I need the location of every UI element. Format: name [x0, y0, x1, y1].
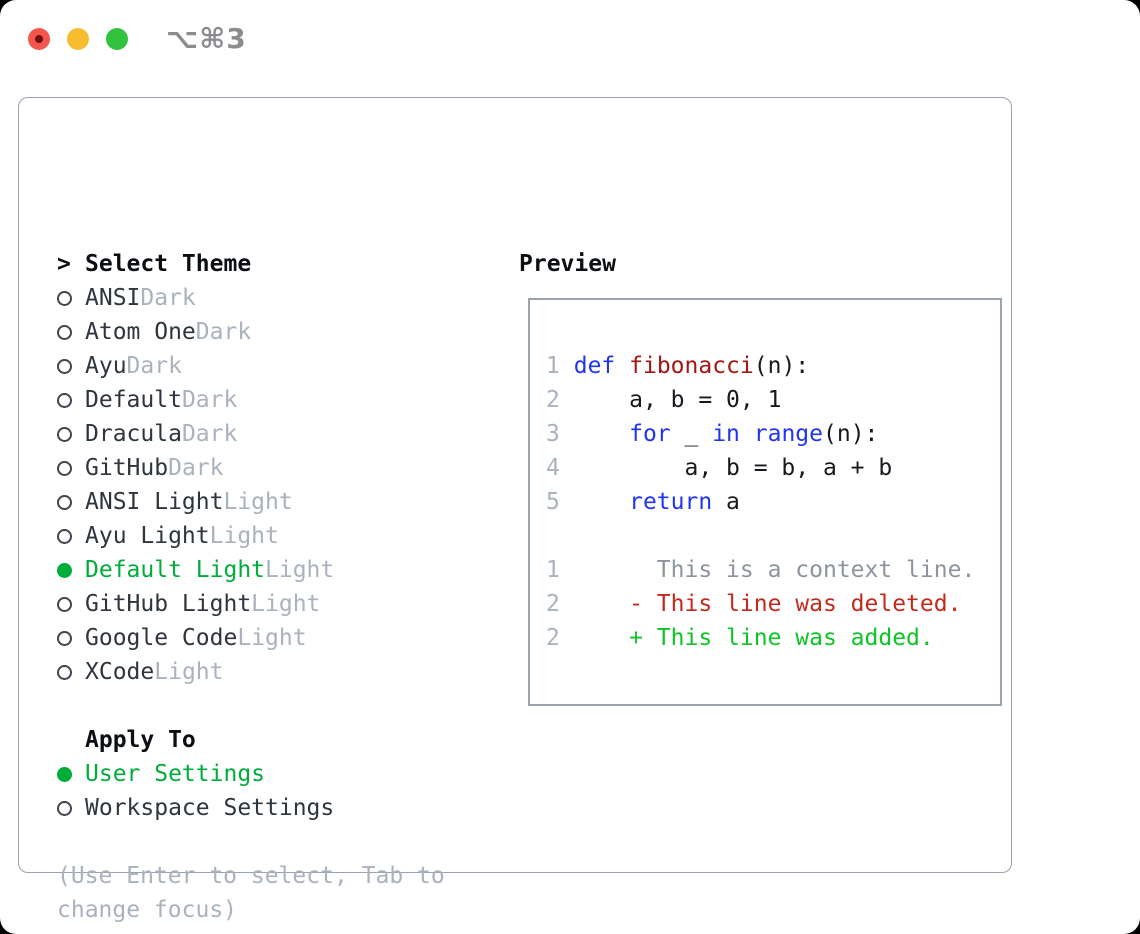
close-button[interactable] [28, 28, 50, 50]
apply-option-workspace-settings-label: Workspace Settings [85, 795, 335, 821]
theme-item-ayu-light-row[interactable]: Ayu Light Light [57, 519, 497, 553]
theme-list-header-row: > Select Theme [57, 247, 497, 281]
radio-icon [57, 324, 85, 340]
radio-icon [57, 460, 85, 476]
radio-icon [57, 494, 85, 510]
theme-item-github-label: GitHub [85, 455, 169, 481]
theme-item-google-code-row[interactable]: Google Code Light [57, 621, 497, 655]
spacer [57, 689, 497, 723]
theme-variant-label: Light [237, 625, 307, 651]
theme-variant-label: Dark [181, 421, 238, 447]
theme-item-ansi-label: ANSI [85, 285, 141, 311]
theme-item-google-code-label: Google Code [85, 625, 238, 651]
theme-item-dracula-row[interactable]: Dracula Dark [57, 417, 497, 451]
theme-variant-label: Dark [181, 387, 238, 413]
apply-to-header-row: Apply To [57, 723, 497, 757]
theme-item-ansi-row[interactable]: ANSI Dark [57, 281, 497, 315]
diff-line-added: 2 + This line was added. [546, 625, 934, 651]
radio-icon [57, 358, 85, 374]
line-number: 1 [546, 557, 560, 583]
window-title-shortcut: ⌥⌘3 [166, 22, 247, 55]
theme-item-github-light-row[interactable]: GitHub Light Light [57, 587, 497, 621]
radio-icon [57, 630, 85, 646]
radio-icon [57, 528, 85, 544]
theme-variant-label: Light [154, 659, 224, 685]
line-number: 2 [546, 591, 560, 617]
theme-item-atom-one-label: Atom One [85, 319, 196, 345]
theme-variant-label: Light [251, 591, 321, 617]
preview-header: Preview [519, 251, 616, 277]
preview-box: 1 def fibonacci(n): 2 a, b = 0, 1 3 for _ … [528, 298, 1002, 706]
spacer [57, 825, 497, 859]
line-number: 2 [546, 387, 560, 413]
theme-item-default-light-label: Default Light [85, 557, 266, 583]
code-line: 5 return a [546, 489, 740, 515]
radio-icon [57, 426, 85, 442]
code-line: 2 a, b = 0, 1 [546, 387, 782, 413]
apply-option-workspace-settings-row[interactable]: Workspace Settings [57, 791, 497, 825]
theme-item-atom-one-row[interactable]: Atom One Dark [57, 315, 497, 349]
code-preview: 1 def fibonacci(n): 2 a, b = 0, 1 3 for _ … [546, 349, 1000, 519]
theme-item-ayu-row[interactable]: Ayu Dark [57, 349, 497, 383]
theme-item-ayu-light-label: Ayu Light [85, 523, 210, 549]
radio-selected-icon [57, 562, 85, 578]
radio-selected-icon [57, 766, 85, 782]
line-number: 1 [546, 353, 560, 379]
theme-variant-label: Dark [168, 455, 224, 481]
line-number: 3 [546, 421, 560, 447]
theme-item-dracula-label: Dracula [85, 421, 182, 447]
theme-item-ayu-label: Ayu [85, 353, 127, 379]
theme-item-ansi-light-row[interactable]: ANSI Light Light [57, 485, 497, 519]
zoom-button[interactable] [106, 28, 128, 50]
theme-variant-label: Light [209, 523, 279, 549]
theme-variant-label: Light [265, 557, 335, 583]
radio-icon [57, 596, 85, 612]
radio-icon [57, 392, 85, 408]
code-line: 1 def fibonacci(n): [546, 353, 810, 379]
apply-option-user-settings-row[interactable]: User Settings [57, 757, 497, 791]
theme-item-xcode-row[interactable]: XCode Light [57, 655, 497, 689]
theme-item-default-light-row[interactable]: Default Light Light [57, 553, 497, 587]
theme-variant-label: Light [223, 489, 293, 515]
code-line: 3 for _ in range(n): [546, 421, 879, 447]
radio-icon [57, 800, 85, 816]
diff-preview: 1 This is a context line. 2 - This line w… [546, 553, 1000, 655]
code-line: 4 a, b = b, a + b [546, 455, 893, 481]
diff-line-context: 1 This is a context line. [546, 557, 976, 583]
theme-variant-label: Dark [195, 319, 252, 345]
theme-variant-label: Dark [140, 285, 196, 311]
focus-caret-icon: > [57, 251, 71, 277]
spacer [546, 519, 1000, 553]
help-text: (Use Enter to select, Tab to change focu… [57, 863, 445, 923]
line-number: 5 [546, 489, 560, 515]
theme-item-default-label: Default [85, 387, 182, 413]
theme-item-default-row[interactable]: Default Dark [57, 383, 497, 417]
diff-line-deleted: 2 - This line was deleted. [546, 591, 962, 617]
line-number: 4 [546, 455, 560, 481]
apply-option-user-settings-label: User Settings [85, 761, 266, 787]
theme-item-github-row[interactable]: GitHub Dark [57, 451, 497, 485]
theme-item-xcode-label: XCode [85, 659, 155, 685]
theme-list-header: Select Theme [85, 251, 252, 277]
theme-item-ansi-light-label: ANSI Light [85, 489, 224, 515]
line-number: 2 [546, 625, 560, 651]
theme-variant-label: Dark [126, 353, 182, 379]
radio-icon [57, 290, 85, 306]
theme-item-github-light-label: GitHub Light [85, 591, 252, 617]
radio-icon [57, 664, 85, 680]
minimize-button[interactable] [67, 28, 89, 50]
apply-to-header: Apply To [85, 727, 196, 753]
